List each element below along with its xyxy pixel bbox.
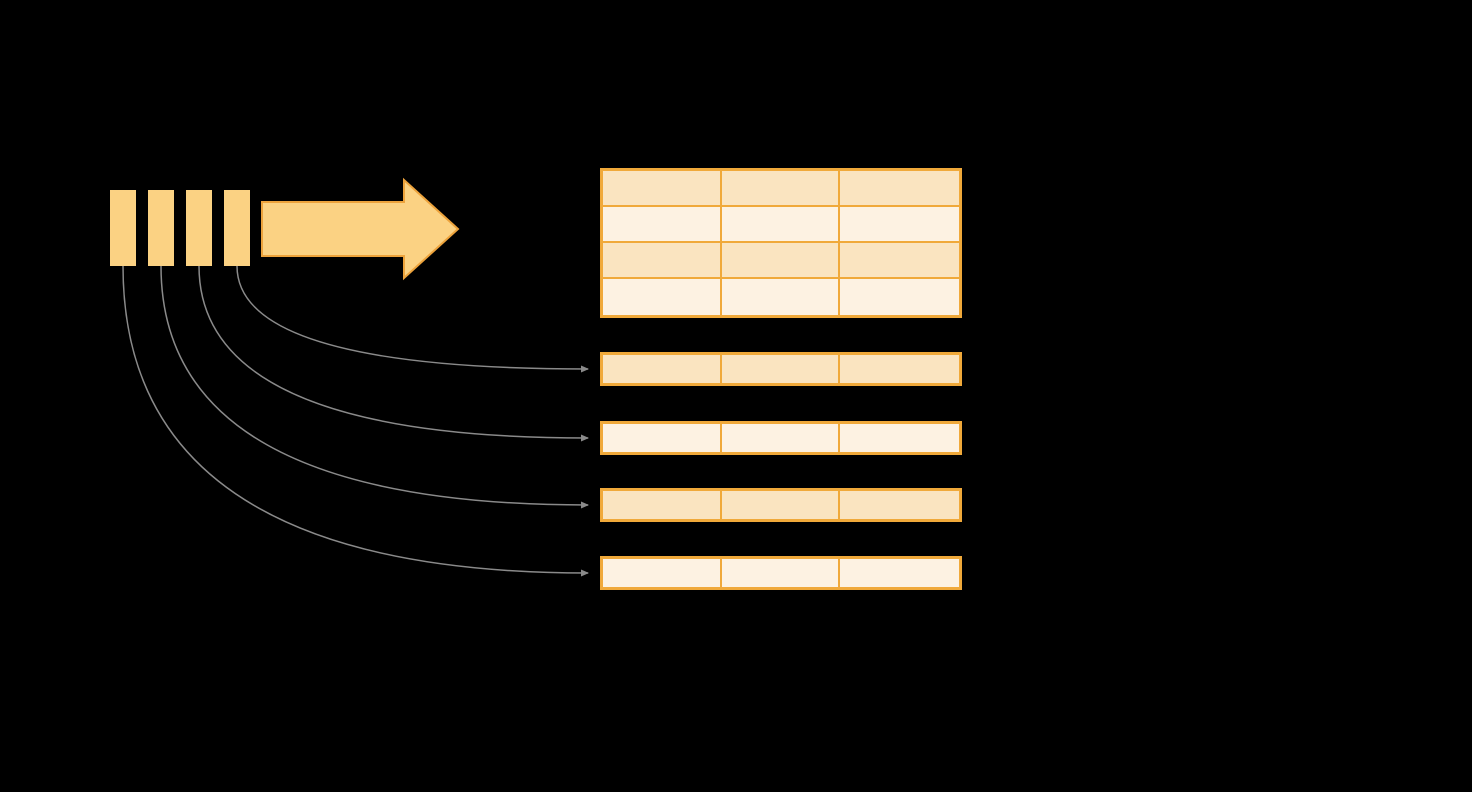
row-table-1-cell-1: [603, 355, 722, 383]
row-table-3-cell-1: [603, 491, 722, 519]
row-table-1-cell-3: [840, 355, 959, 383]
row-table-2-cell-2: [721, 424, 841, 452]
matrix-cell-r2c1: [603, 207, 722, 243]
queue-bar-4: [224, 190, 250, 266]
matrix-cell-r1c2: [721, 171, 841, 207]
flow-connector-bar4-to-row1: [236, 265, 589, 373]
queue-bar-2: [148, 190, 174, 266]
row-table-4-cell-2: [721, 559, 841, 587]
queue-bar-3: [186, 190, 212, 266]
matrix-cell-r2c3: [840, 207, 959, 243]
matrix-cell-r4c1: [603, 279, 722, 315]
matrix-cell-r3c1: [603, 243, 722, 279]
queue-bar-1: [110, 190, 136, 266]
block-arrow-right-icon: [261, 177, 460, 281]
matrix-cell-r4c3: [840, 279, 959, 315]
row-table-1: [600, 352, 962, 386]
matrix-cell-r3c3: [840, 243, 959, 279]
matrix-cell-r3c2: [721, 243, 841, 279]
flow-connector-bar2-to-row3: [160, 265, 589, 509]
matrix-cell-r1c1: [603, 171, 722, 207]
row-table-3-cell-2: [721, 491, 841, 519]
matrix-cell-r2c2: [721, 207, 841, 243]
row-table-2-cell-1: [603, 424, 722, 452]
row-table-2: [600, 421, 962, 455]
row-table-1-cell-2: [721, 355, 841, 383]
matrix-table: [600, 168, 962, 318]
row-table-4-cell-3: [840, 559, 959, 587]
flow-connector-bar3-to-row2: [198, 265, 589, 442]
matrix-cell-r1c3: [840, 171, 959, 207]
row-table-3: [600, 488, 962, 522]
row-table-2-cell-3: [840, 424, 959, 452]
matrix-cell-r4c2: [721, 279, 841, 315]
queue-bars: [110, 190, 250, 266]
flow-connector-bar1-to-row4: [122, 265, 589, 577]
row-table-4: [600, 556, 962, 590]
row-table-3-cell-3: [840, 491, 959, 519]
row-table-4-cell-1: [603, 559, 722, 587]
